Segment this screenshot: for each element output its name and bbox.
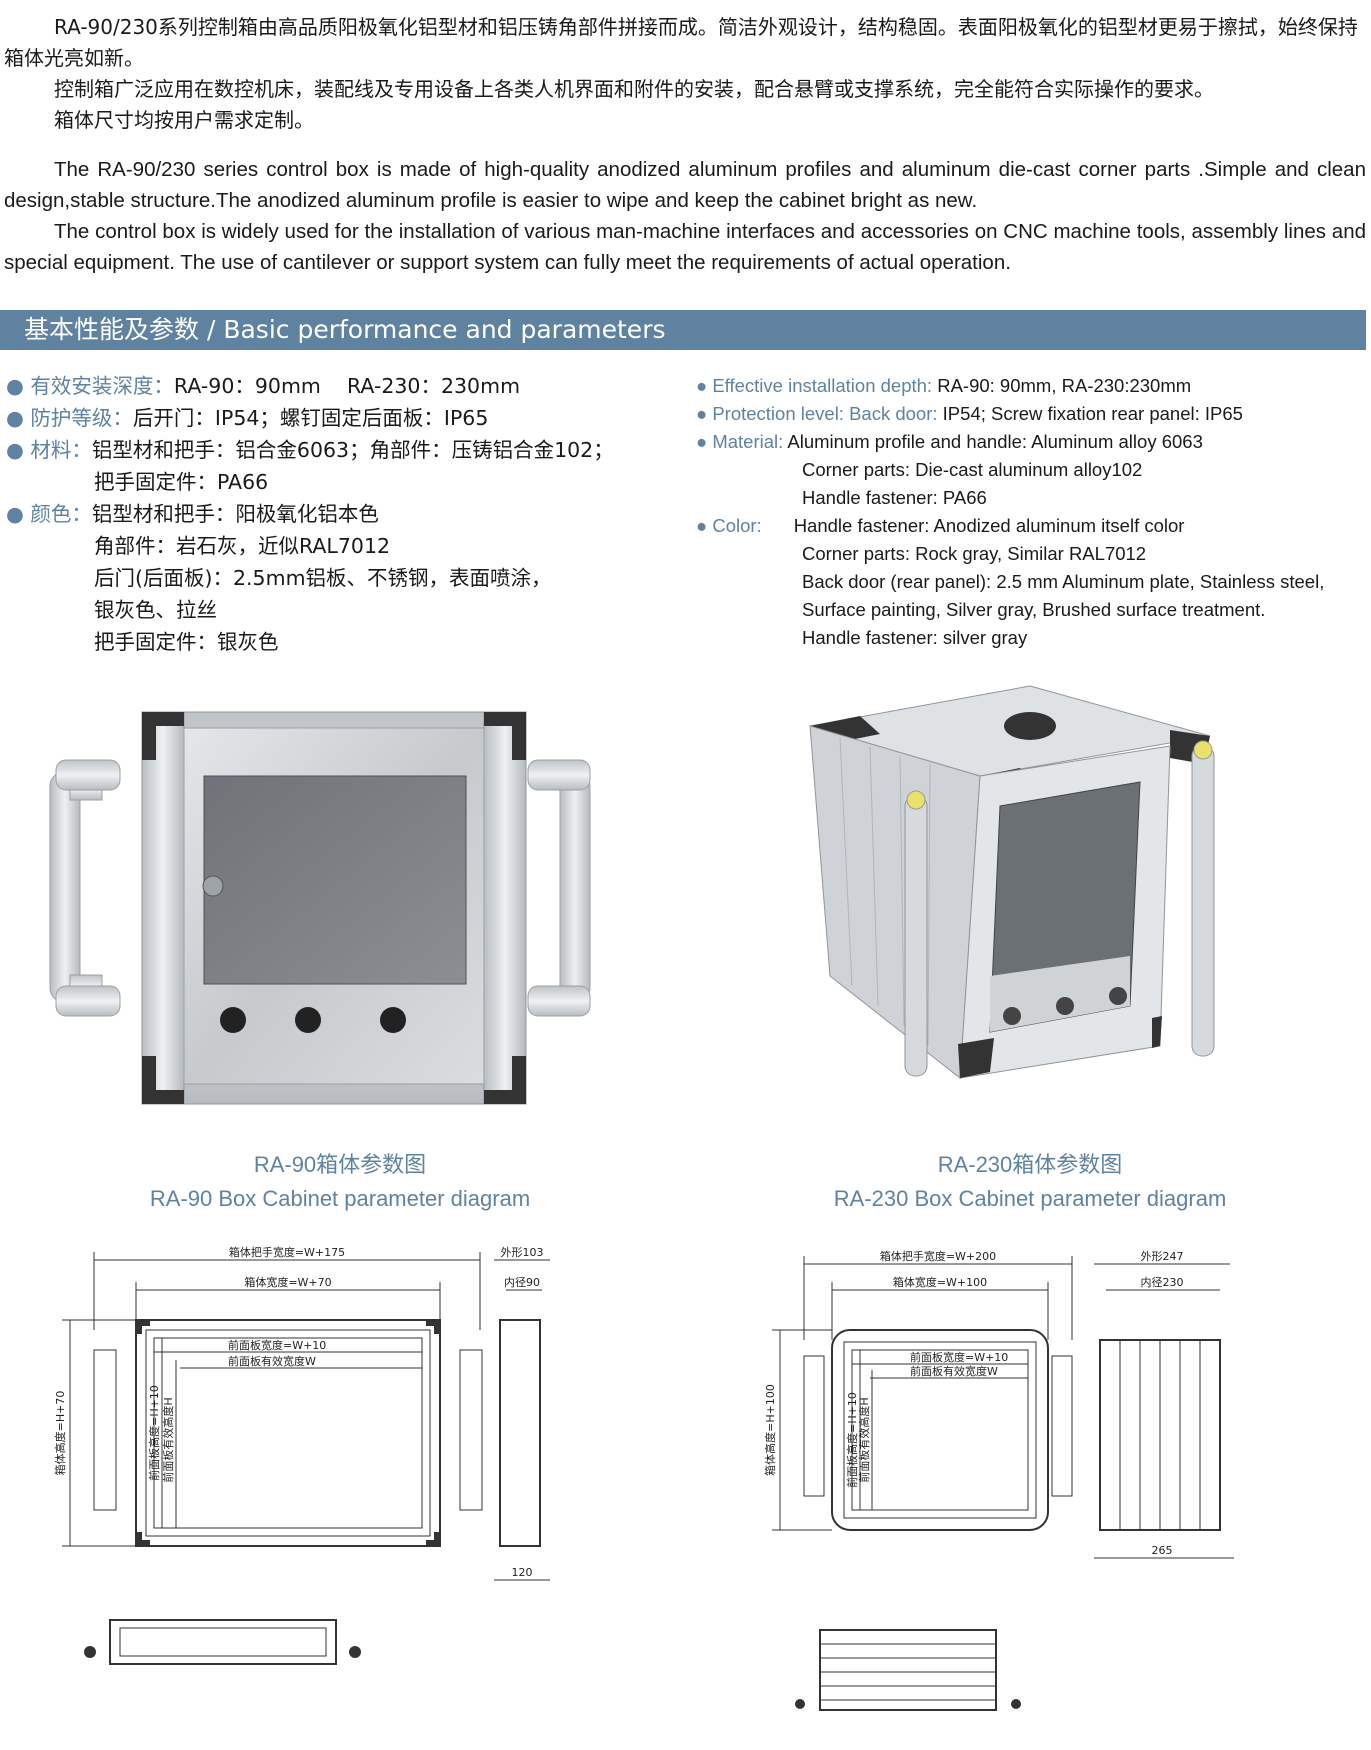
bullet-icon: ●: [6, 438, 31, 462]
ra90-dim-side-depth: 120: [512, 1566, 533, 1579]
ra230-dim-box-height: 箱体高度=H+100: [763, 1384, 777, 1476]
ra230-dim-front-eff-width: 前面板有效宽度W: [910, 1364, 998, 1378]
ra90-dim-box-height: 箱体高度=H+70: [53, 1391, 67, 1476]
ra90-dim-front-eff-height: 前面板有效高度H: [161, 1397, 175, 1482]
ra230-product-photo: [809, 685, 1215, 1079]
section-header: 基本性能及参数 / Basic performance and paramete…: [0, 310, 1366, 350]
ra90-caption-en: RA-90 Box Cabinet parameter diagram: [149, 1186, 531, 1211]
spec-en-color-cont2: Back door (rear panel): 2.5 mm Aluminum …: [802, 571, 1325, 592]
ra230-dim-side-depth: 265: [1152, 1544, 1173, 1557]
spec-en-material-cont2: Handle fastener: PA66: [802, 487, 987, 508]
spec-cn-color-cont2: 后门(后面板)：2.5mm铝板、不锈钢，表面喷涂，: [94, 566, 552, 590]
ra230-caption-cn: RA-230箱体参数图: [937, 1152, 1123, 1177]
spec-cn-color: ● 颜色：铝型材和把手：阳极氧化铝本色: [6, 502, 379, 526]
spec-en-color-cont1: Corner parts: Rock gray, Similar RAL7012: [802, 543, 1147, 564]
spec-cn-material-cont: 把手固定件：PA66: [94, 470, 269, 494]
bullet-icon: ●: [6, 374, 31, 398]
section-title: 基本性能及参数 / Basic performance and paramete…: [24, 315, 666, 344]
spec-en-material-cont1: Corner parts: Die-cast aluminum alloy102: [802, 459, 1143, 480]
ra230-dim-handle-width: 箱体把手宽度=W+200: [880, 1249, 996, 1263]
intro-en: The RA-90/230 series control box is made…: [4, 154, 1366, 278]
ra90-caption: RA-90箱体参数图 RA-90 Box Cabinet parameter d…: [60, 1148, 620, 1216]
ra230-dim-box-width: 箱体宽度=W+100: [893, 1275, 987, 1289]
ra90-dim-outer: 外形103: [501, 1246, 544, 1259]
bullet-icon: ●: [696, 375, 713, 396]
ra230-dim-inner: 内径230: [1141, 1275, 1184, 1289]
bullet-icon: ●: [6, 406, 31, 430]
button-hole: [295, 1007, 321, 1033]
ra230-caption-en: RA-230 Box Cabinet parameter diagram: [833, 1186, 1227, 1211]
left-handle: [49, 759, 121, 1017]
button-hole: [220, 1007, 246, 1033]
corner-part: [484, 712, 526, 760]
corner-part: [484, 1056, 526, 1104]
spec-en-depth: ● Effective installation depth: RA-90: 9…: [696, 375, 1192, 396]
ra90-dim-front-eff-width: 前面板有效宽度W: [228, 1354, 316, 1368]
spec-cn-color-cont1: 角部件：岩石灰，近似RAL7012: [94, 534, 391, 558]
ra230-dim-front-eff-height: 前面板有效高度H: [857, 1397, 871, 1482]
ra90-caption-cn: RA-90箱体参数图: [253, 1152, 427, 1177]
corner-part: [142, 712, 184, 760]
ra90-dim-front-height: 前面板高度=H+10: [147, 1385, 161, 1481]
ra90-dim-front-width: 前面板宽度=W+10: [228, 1338, 326, 1352]
ra230-diagram: 箱体把手宽度=W+200 箱体宽度=W+100 箱体高度=H+100 前面板宽度…: [763, 1249, 1234, 1711]
spec-cn-depth: ● 有效安装深度：RA-90：90mm RA-230：230mm: [6, 374, 521, 398]
spec-en-color-cont4: Handle fastener: silver gray: [802, 627, 1028, 648]
bullet-icon: ●: [696, 515, 713, 536]
spec-cn-color-cont4: 把手固定件：银灰色: [94, 630, 279, 654]
spec-cn-material: ● 材料：铝型材和把手：铝合金6063；角部件：压铸铝合金102；: [6, 438, 614, 462]
ra230-dim-outer: 外形247: [1141, 1250, 1184, 1263]
ra90-dim-inner: 内径90: [504, 1275, 540, 1289]
button-hole: [380, 1007, 406, 1033]
ra90-diagram: 箱体把手宽度=W+175 箱体宽度=W+70 箱体高度=H+70 前面板宽度=W…: [53, 1245, 550, 1665]
corner-part: [142, 1056, 184, 1104]
intro-en-p2: The control box is widely used for the i…: [4, 220, 1366, 274]
intro-cn-p2: 控制箱广泛应用在数控机床，装配线及专用设备上各类人机界面和附件的安装，配合悬臂或…: [54, 77, 1214, 101]
spec-en-color-cont3: Surface painting, Silver gray, Brushed s…: [802, 599, 1266, 620]
spec-en-color: ● Color:Handle fastener: Anodized alumin…: [696, 515, 1185, 536]
bullet-icon: ●: [6, 502, 31, 526]
spec-cn-color-cont3: 银灰色、拉丝: [94, 598, 217, 622]
ra90-product-photo: [49, 711, 591, 1105]
intro-cn-p1: RA-90/230系列控制箱由高品质阳极氧化铝型材和铝压铸角部件拼接而成。简洁外…: [4, 15, 1358, 70]
ra230-dim-front-height: 前面板高度=H+10: [845, 1392, 859, 1488]
specs-cn: ● 有效安装深度：RA-90：90mm RA-230：230mm ● 防护等级：…: [6, 370, 666, 658]
ra230-caption: RA-230箱体参数图 RA-230 Box Cabinet parameter…: [750, 1148, 1310, 1216]
intro-cn: RA-90/230系列控制箱由高品质阳极氧化铝型材和铝压铸角部件拼接而成。简洁外…: [4, 12, 1366, 136]
ra90-dim-handle-width: 箱体把手宽度=W+175: [229, 1245, 345, 1259]
ra230-dim-front-width: 前面板宽度=W+10: [910, 1350, 1008, 1364]
intro-cn-p3: 箱体尺寸均按用户需求定制。: [54, 108, 314, 132]
spec-en-protection: ● Protection level: Back door: IP54; Scr…: [696, 403, 1243, 424]
specs-en: ● Effective installation depth: RA-90: 9…: [696, 372, 1366, 652]
intro-en-p1: The RA-90/230 series control box is made…: [4, 158, 1366, 212]
bullet-icon: ●: [696, 431, 713, 452]
spec-en-material: ● Material: Aluminum profile and handle:…: [696, 431, 1203, 452]
bullet-icon: ●: [696, 403, 713, 424]
ra90-dim-box-width: 箱体宽度=W+70: [244, 1275, 331, 1289]
right-handle: [527, 759, 591, 1017]
spec-cn-protection: ● 防护等级：后开门：IP54；螺钉固定后面板：IP65: [6, 406, 489, 430]
